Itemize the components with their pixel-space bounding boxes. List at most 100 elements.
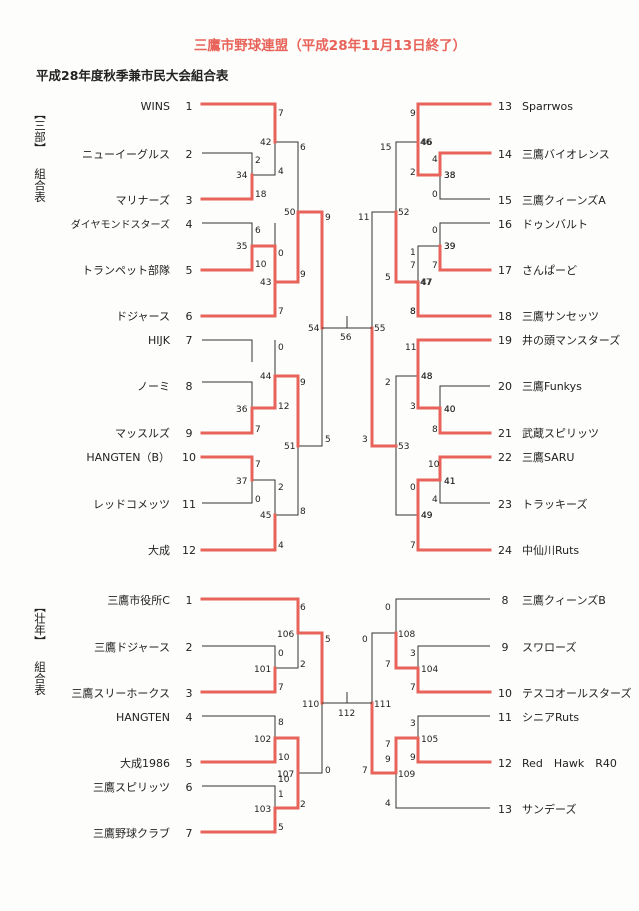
page-subtitle: 平成28年度秋季兼市民大会組合表 bbox=[36, 68, 229, 83]
team-name: トランペット部隊 bbox=[82, 263, 170, 277]
team-number: 8 bbox=[186, 380, 193, 393]
section-2-right-bracket-lines bbox=[370, 598, 492, 809]
svg-text:51: 51 bbox=[284, 442, 295, 452]
team-name: ニューイーグルス bbox=[82, 147, 170, 161]
team-name: 大成1986 bbox=[120, 756, 170, 770]
team-name: WINS bbox=[141, 100, 170, 113]
team-number: 5 bbox=[186, 757, 193, 770]
svg-text:35: 35 bbox=[236, 242, 247, 252]
team-number: 6 bbox=[186, 310, 193, 323]
svg-text:10: 10 bbox=[428, 460, 440, 470]
team-name: 三鷹スリーホークス bbox=[71, 686, 170, 700]
svg-text:2: 2 bbox=[255, 156, 261, 166]
section-1-label: 【三部】 組合表 bbox=[33, 108, 47, 203]
team-number: 13 bbox=[498, 100, 512, 113]
svg-text:4: 4 bbox=[278, 541, 284, 551]
svg-text:112: 112 bbox=[338, 709, 355, 719]
svg-text:8: 8 bbox=[410, 307, 416, 317]
svg-text:9: 9 bbox=[385, 755, 391, 765]
team-number: 3 bbox=[186, 687, 193, 700]
team-number: 16 bbox=[498, 218, 512, 231]
team-name: ダイヤモンドスターズ bbox=[71, 218, 170, 231]
svg-text:4: 4 bbox=[432, 155, 438, 165]
team-name: 三鷹スピリッツ bbox=[93, 780, 170, 794]
team-number: 15 bbox=[498, 194, 512, 207]
team-name: HANGTEN（B） bbox=[86, 451, 170, 464]
svg-text:6: 6 bbox=[300, 143, 306, 153]
svg-text:41: 41 bbox=[444, 477, 455, 487]
svg-text:34: 34 bbox=[236, 171, 248, 181]
svg-text:40: 40 bbox=[444, 405, 456, 415]
svg-text:38: 38 bbox=[444, 171, 456, 181]
team-name: 三鷹野球クラブ bbox=[93, 826, 170, 840]
svg-text:53: 53 bbox=[398, 442, 409, 452]
svg-text:39: 39 bbox=[444, 242, 456, 252]
section-1-game-numbers: 34 35 36 37 38 39 40 41 42 43 44 45 46 4… bbox=[236, 138, 456, 521]
svg-text:38: 38 bbox=[444, 171, 456, 181]
svg-text:10: 10 bbox=[278, 775, 290, 785]
team-name: トラッキーズ bbox=[522, 497, 587, 511]
team-name: 三鷹Funkys bbox=[522, 379, 582, 393]
section-1-right-teams: 13 Sparrwos 14 三鷹バイオレンス 15 三鷹クィーンズA 16 ド… bbox=[498, 100, 620, 557]
section-2-final bbox=[322, 692, 372, 704]
svg-text:7: 7 bbox=[432, 261, 438, 271]
svg-text:110: 110 bbox=[302, 700, 319, 710]
svg-text:【三部】: 【三部】 bbox=[33, 108, 47, 154]
team-number: 9 bbox=[186, 427, 193, 440]
team-name: Red Hawk R40 bbox=[522, 757, 617, 770]
svg-text:15: 15 bbox=[380, 143, 391, 153]
svg-text:6: 6 bbox=[255, 226, 261, 236]
team-number: 4 bbox=[186, 711, 193, 724]
svg-text:0: 0 bbox=[278, 249, 284, 259]
team-number: 6 bbox=[186, 781, 193, 794]
svg-text:2: 2 bbox=[300, 660, 306, 670]
svg-text:48: 48 bbox=[421, 372, 433, 382]
svg-text:104: 104 bbox=[421, 665, 438, 675]
team-name: ドゥンバルト bbox=[522, 218, 588, 231]
svg-text:1: 1 bbox=[410, 248, 416, 258]
team-number: 7 bbox=[186, 334, 193, 347]
svg-text:43: 43 bbox=[260, 278, 271, 288]
section-2-scores: 6 0 2 7 5 8 1 10 5 2 10 0 0 3 7 7 3 9 4 … bbox=[278, 603, 416, 833]
svg-text:8: 8 bbox=[432, 425, 438, 435]
svg-text:56: 56 bbox=[340, 333, 352, 343]
svg-text:7: 7 bbox=[255, 460, 261, 470]
team-number: 17 bbox=[498, 264, 512, 277]
team-number: 18 bbox=[498, 310, 512, 323]
section-1-right-bracket-lines bbox=[370, 102, 492, 552]
team-name: 三鷹クィーンズB bbox=[522, 593, 606, 607]
team-name: マリナーズ bbox=[116, 193, 170, 207]
svg-text:2: 2 bbox=[300, 800, 306, 810]
team-number: 20 bbox=[498, 380, 512, 393]
svg-text:7: 7 bbox=[385, 740, 391, 750]
team-number: 14 bbox=[498, 148, 512, 161]
team-number: 9 bbox=[502, 641, 509, 654]
team-name: 井の頭マンスターズ bbox=[522, 333, 620, 347]
team-number: 21 bbox=[498, 427, 512, 440]
svg-text:37: 37 bbox=[236, 477, 247, 487]
section-1-left-teams: WINS 1 ニューイーグルス 2 マリナーズ 3 ダイヤモンドスターズ 4 ト… bbox=[71, 100, 196, 557]
team-number: 13 bbox=[498, 803, 512, 816]
team-name: HANGTEN bbox=[116, 711, 170, 724]
svg-text:7: 7 bbox=[410, 683, 416, 693]
team-number: 2 bbox=[186, 641, 193, 654]
svg-text:【壮年】: 【壮年】 bbox=[33, 601, 47, 647]
svg-text:40: 40 bbox=[444, 405, 456, 415]
team-number: 5 bbox=[186, 264, 193, 277]
svg-text:102: 102 bbox=[254, 735, 271, 745]
svg-text:46: 46 bbox=[421, 138, 433, 148]
svg-text:101: 101 bbox=[254, 665, 271, 675]
svg-text:3: 3 bbox=[362, 435, 368, 445]
section-2-game-numbers: 101 102 103 104 105 106 107 108 109 110 … bbox=[254, 630, 438, 815]
team-number: 10 bbox=[498, 687, 512, 700]
svg-text:103: 103 bbox=[254, 805, 271, 815]
svg-text:7: 7 bbox=[278, 109, 284, 119]
svg-text:7: 7 bbox=[255, 425, 261, 435]
svg-text:4: 4 bbox=[432, 495, 438, 505]
svg-text:8: 8 bbox=[410, 307, 416, 317]
section-2-left-bracket-lines bbox=[200, 597, 324, 834]
svg-text:2: 2 bbox=[385, 378, 391, 388]
svg-text:47: 47 bbox=[420, 278, 431, 288]
team-name: ドジャース bbox=[116, 310, 170, 323]
svg-text:0: 0 bbox=[362, 635, 368, 645]
